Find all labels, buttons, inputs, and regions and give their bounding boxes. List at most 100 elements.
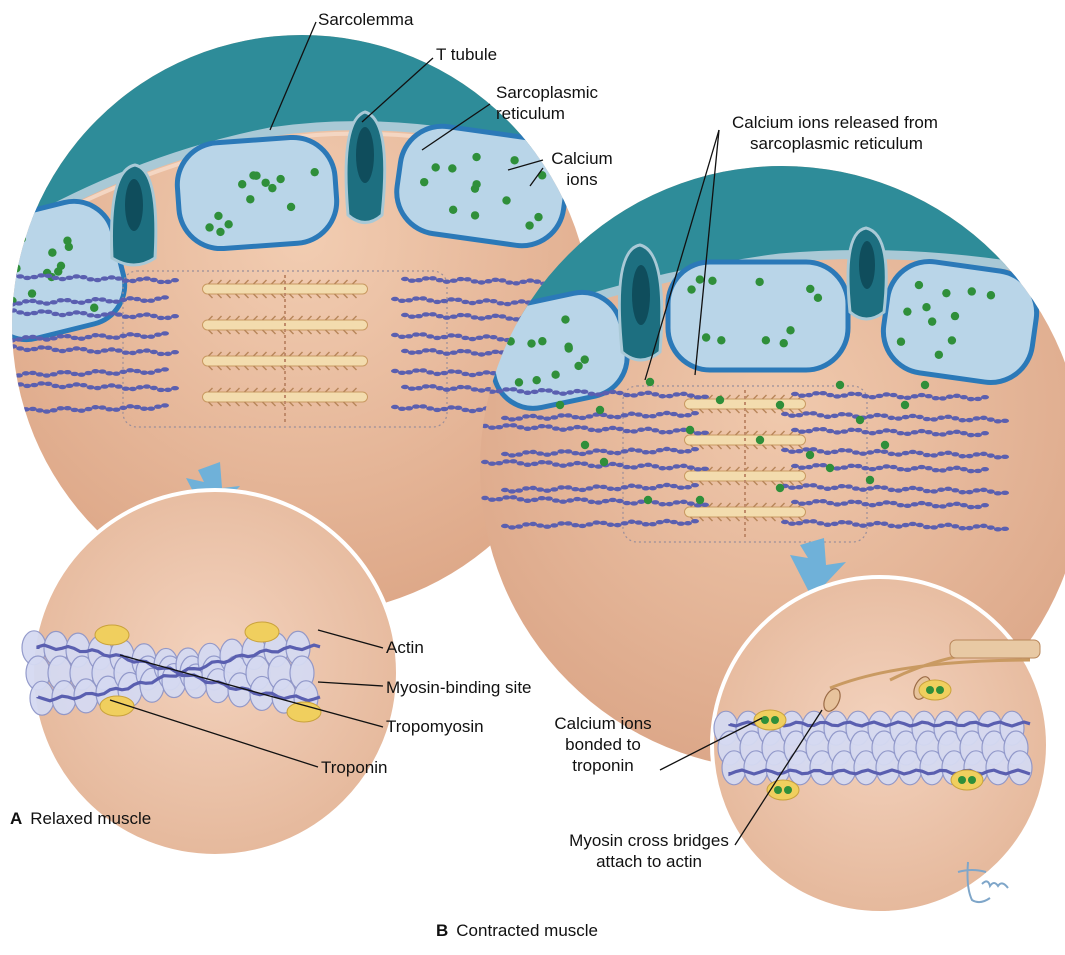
actin-bead [538,496,546,500]
actin-bead [882,464,890,468]
actin-bead [412,332,420,336]
actin-bead [433,372,441,376]
actin-bead [36,372,44,376]
actin-bead [171,314,179,318]
actin-bead [694,467,702,471]
actin-bead [658,502,666,506]
actin-bead [623,465,631,469]
calcium-ion [551,371,559,379]
actin-bead [687,465,695,469]
calcium-ion [261,179,269,187]
actin-bead [656,484,664,488]
actin-bead [80,311,88,315]
actin-bead [16,382,24,386]
actin-bead [8,410,16,414]
actin-bead [859,452,867,456]
actin-bead [953,466,961,470]
actin-bead [50,408,58,412]
actin-bead [628,448,636,452]
actin-bead [930,525,938,529]
actin-bead [2,344,10,348]
actin-bead [651,392,659,396]
actin-bead [419,296,427,300]
actin-bead [609,426,617,430]
actin-bead [475,372,483,376]
calcium-ion [287,203,295,211]
actin-bead [471,351,479,355]
actin-bead [509,387,517,391]
actin-bead [105,335,113,339]
actin-bead [57,298,65,302]
calcium-ion [806,285,814,293]
actin-bead [571,415,579,419]
actin-bead [112,372,120,376]
calcium-ion-free [866,476,874,484]
calcium-ion [538,337,546,345]
actin-bead [511,300,519,304]
actin-bead [573,497,581,501]
actin-bead [78,336,86,340]
actin-bead [958,526,966,530]
actin-bead [1001,419,1009,423]
actin-bead [502,423,510,427]
actin-bead [670,448,678,452]
actin-bead [880,450,888,454]
actin-bead [429,348,437,352]
actin-bead [15,301,23,305]
actin-bead [30,275,38,279]
actin-bead [974,397,982,401]
actin-bead [904,432,912,436]
calcium-ion [502,196,510,204]
actin-bead [684,413,692,417]
actin-bead [642,414,650,418]
actin-bead [939,432,947,436]
label-sarcolemma: Sarcolemma [318,9,413,30]
actin-bead [802,411,810,415]
actin-bead [545,496,553,500]
actin-bead [524,391,532,395]
actin-bead [951,416,959,420]
calcium-ion [527,339,535,347]
actin-bead [812,427,820,431]
actin-bead [642,486,650,490]
actin-bead [859,488,867,492]
actin-bead [788,450,796,454]
actin-bead [932,396,940,400]
label-cross-bridges: Myosin cross bridges attach to actin [560,830,738,872]
actin-bead [684,485,692,489]
actin-bead [398,299,406,303]
actin-bead [677,450,685,454]
actin-bead [614,415,622,419]
actin-bead [461,336,469,340]
actin-bead [529,522,537,526]
calcium-ion [897,338,905,346]
actin-bead [953,394,961,398]
actin-bead [573,461,581,465]
actin-bead [902,523,910,527]
actin-bead [115,276,123,280]
actin-bead [694,431,702,435]
actin-bead [509,495,517,499]
actin-bead [937,416,945,420]
actin-bead [426,334,434,338]
calcium-ion-bound [936,686,944,694]
actin-bead [887,452,895,456]
actin-bead [845,484,853,488]
actin-bead [967,397,975,401]
actin-bead [415,386,423,390]
actin-bead [98,333,106,337]
actin-bead [833,502,841,506]
actin-bead [508,489,516,493]
actin-bead [426,406,434,410]
actin-bead [819,427,827,431]
actin-bead [854,464,862,468]
actin-bead [164,280,172,284]
actin-bead [94,314,102,318]
actin-bead [656,520,664,524]
actin-bead [488,498,496,502]
actin-bead [873,413,881,417]
calcium-ion [449,206,457,214]
actin-bead [519,280,527,284]
actin-bead [475,300,483,304]
troponin [767,780,799,800]
